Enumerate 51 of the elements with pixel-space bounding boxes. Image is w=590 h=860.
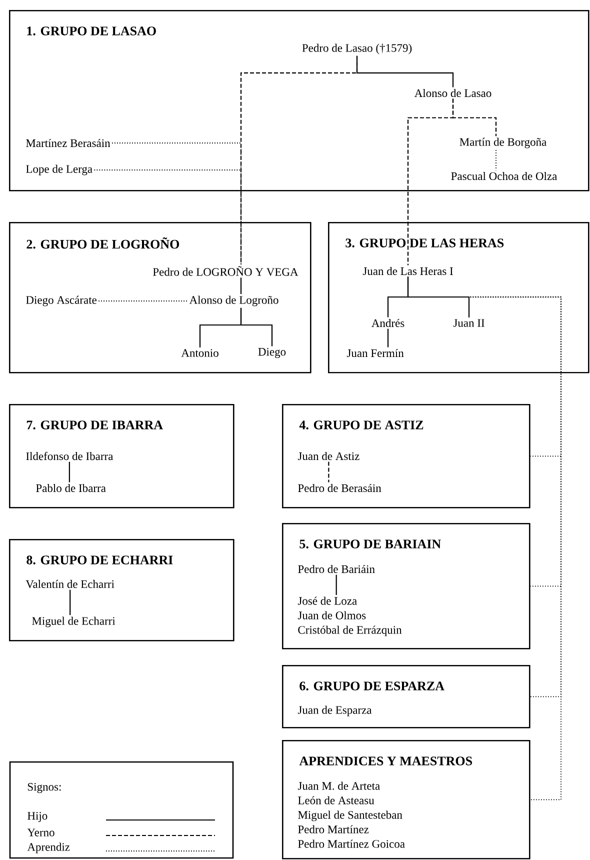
legend-text: Aprendiz: [27, 842, 70, 854]
legend-text: Hijo: [28, 812, 48, 822]
name-text: Juan II: [453, 319, 484, 327]
connector-line: [98, 300, 188, 302]
name-text: Pedro de Berasáin: [298, 484, 382, 492]
connector-line: [240, 278, 242, 294]
name-text: Juan M. de Arteta León de Asteasu Miguel de Santesteban Pedro Martínez Pedro Martínez Goicoa: [298, 782, 405, 848]
name-text: Andrés: [372, 318, 404, 328]
name-text: Pascual Ochoa de Olza: [451, 172, 557, 180]
connector-line: [407, 98, 454, 266]
name-text: José de Loza Juan de Olmos Cristóbal de Errázquin: [298, 596, 402, 636]
group-heading: 3. GRUPO DE LAS HERAS: [346, 238, 504, 248]
group-heading: 2. GRUPO DE LOGROÑO: [26, 237, 180, 249]
name-text: Alonso de Logroño: [189, 296, 278, 306]
name-text: Diego Ascárate: [26, 296, 96, 306]
name-text: Pedro de LOGROÑO Y VEGA: [152, 266, 298, 276]
name-text: Pedro de Bariáin: [298, 564, 375, 574]
name-text: Valentín de Echarri: [26, 580, 114, 588]
name-text: Juan de Las Heras I: [362, 266, 453, 276]
group-heading: 5. GRUPO DE BARIAIN: [300, 540, 441, 548]
connector-line: [336, 574, 337, 595]
connector-line: [70, 590, 71, 616]
name-text: Diego: [258, 348, 286, 358]
connector-line: [94, 170, 242, 265]
connector-line: [240, 308, 273, 346]
group-heading: 6. GRUPO DE ESPARZA: [300, 682, 444, 690]
connector-line: [112, 142, 242, 265]
legend-text: Yerno: [27, 828, 54, 836]
name-text: Antonio: [181, 349, 218, 357]
legend-title: Signos:: [28, 782, 61, 794]
name-text: Pablo de Ibarra: [36, 484, 106, 492]
connector-line: [408, 276, 562, 800]
name-text: Lope de Lerga: [26, 164, 92, 176]
connector-line: [407, 276, 470, 318]
connector-line: [328, 462, 330, 482]
group-heading: 1. GRUPO DE LASAO: [27, 26, 156, 36]
group-heading: APRENDICES Y MAESTROS: [299, 756, 472, 766]
group-heading: 4. GRUPO DE ASTIZ: [299, 420, 424, 430]
name-text: Miguel de Echarri: [32, 616, 116, 628]
name-text: Martín de Borgoña: [460, 138, 546, 148]
name-text: Alonso de Lasao: [414, 88, 492, 98]
name-text: Ildefonso de Ibarra: [26, 452, 114, 460]
connector-line: [68, 462, 70, 482]
group-heading: 8. GRUPO DE ECHARRI: [26, 556, 173, 564]
group-heading: 7. GRUPO DE IBARRA: [26, 420, 163, 430]
name-text: Martínez Berasáin: [26, 138, 110, 148]
name-text: Pedro de Lasao (†1579): [302, 44, 412, 54]
name-text: Juan de Astiz: [298, 452, 360, 460]
name-text: Juan de Esparza: [298, 706, 372, 716]
name-text: Juan Fermín: [346, 348, 404, 358]
connector-line: [387, 328, 389, 348]
